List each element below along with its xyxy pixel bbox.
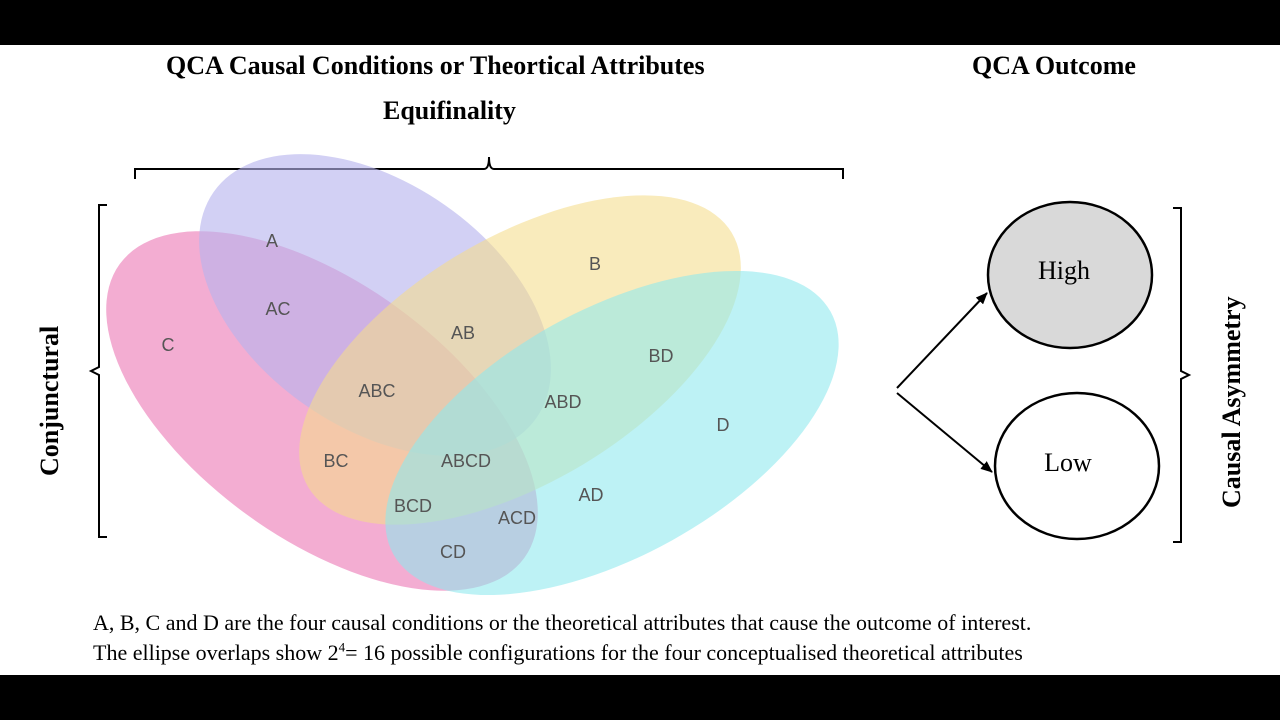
region-label-ab: AB [451,323,475,343]
region-label-ad: AD [578,485,603,505]
region-label-bc: BC [323,451,348,471]
footnote-line-2: The ellipse overlaps show 24= 16 possibl… [93,639,1023,665]
low-outcome-label: Low [1044,448,1092,477]
outcome-heading: QCA Outcome [972,51,1136,80]
diagram-canvas: A B C D AC AB BD ABC ABD BC ABCD AD BCD … [88,154,1192,596]
footnote-line-1: A, B, C and D are the four causal condit… [93,610,1032,635]
conjunctural-bracket [88,204,107,538]
region-label-c: C [162,335,175,355]
region-label-cd: CD [440,542,466,562]
set-d-ellipse [385,270,839,596]
low-outcome-circle [993,391,1161,541]
equifinality-heading: Equifinality [383,96,516,125]
high-outcome-circle [986,200,1154,350]
equifinality-brace [134,156,844,179]
footnote-exponent: 4 [338,639,346,655]
region-label-abcd: ABCD [441,451,491,471]
region-label-abd: ABD [544,392,581,412]
region-label-acd: ACD [498,508,536,528]
region-label-ac: AC [265,299,290,319]
region-label-a: A [266,231,278,251]
footnote-line-2-start: The ellipse overlaps show 2 [93,640,339,665]
region-label-b: B [589,254,601,274]
region-label-abc: ABC [358,381,395,401]
high-outcome-label: High [1038,256,1090,285]
arrow-to-low [896,392,993,473]
slide: QCA Causal Conditions or Theortical Attr… [0,45,1280,675]
venn-diagram: A B C D AC AB BD ABC ABD BC ABCD AD BCD … [106,154,839,596]
arrow-to-high [896,292,988,389]
causal-asymmetry-bracket [1173,207,1192,543]
region-label-d: D [717,415,730,435]
footnote-line-2-end: = 16 possible configurations for the fou… [345,640,1023,665]
conditions-heading: QCA Causal Conditions or Theortical Attr… [166,51,705,80]
region-label-bd: BD [648,346,673,366]
region-label-bcd: BCD [394,496,432,516]
